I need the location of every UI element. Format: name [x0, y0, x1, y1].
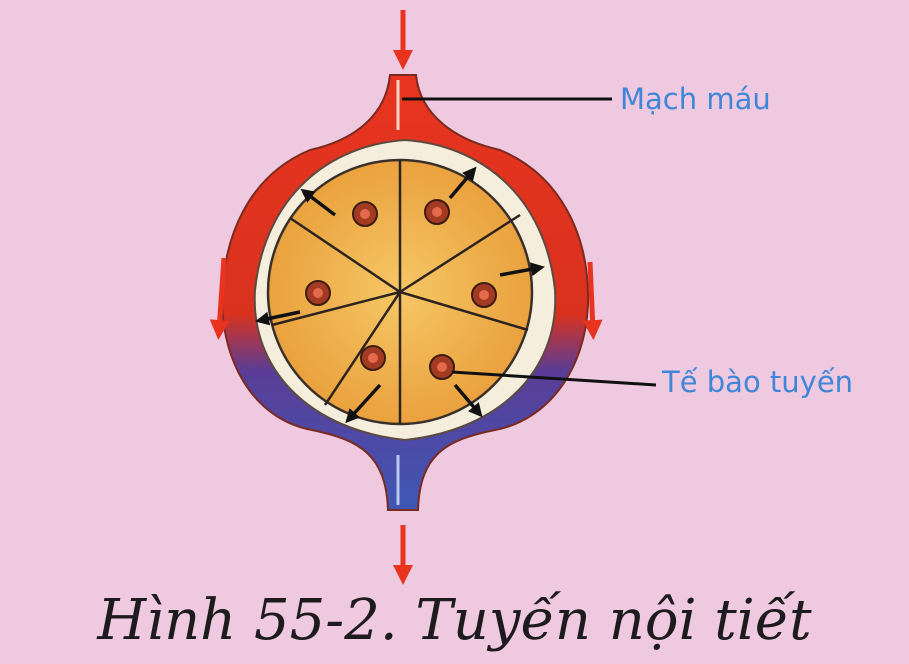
- figure-caption: Hình 55-2. Tuyến nội tiết: [0, 588, 909, 653]
- gland-cell-cluster: [268, 160, 532, 424]
- blood-vessel-label: Mạch máu: [620, 82, 771, 116]
- side-flow-arrow-right: [590, 262, 593, 330]
- gland-cell-label: Tế bào tuyến: [662, 365, 853, 399]
